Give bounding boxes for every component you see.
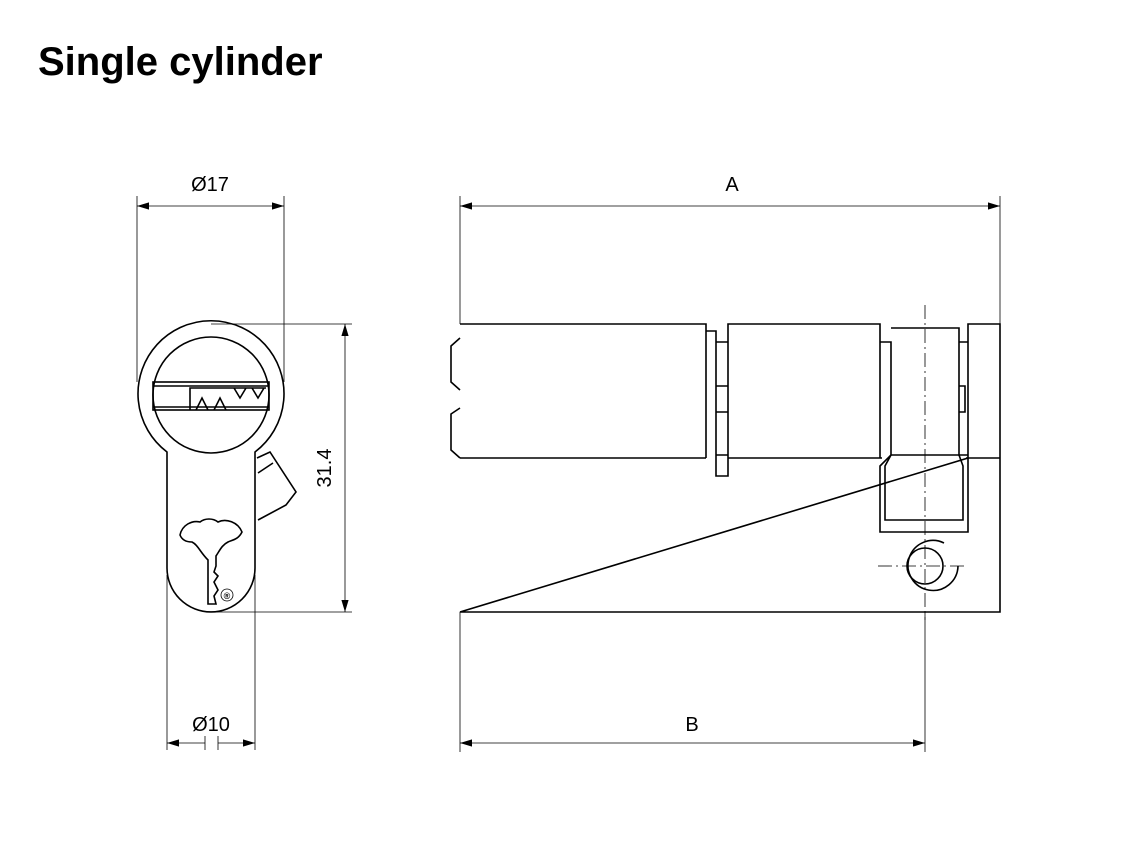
plug-circle [152, 336, 270, 454]
cam-tab [256, 450, 297, 521]
dimension-a: A [459, 174, 1001, 324]
keyway [152, 381, 270, 411]
dimension-diameter-17: Ø17 [136, 174, 285, 382]
rotation-arc [907, 539, 959, 592]
dim-label-d17: Ø17 [191, 174, 229, 196]
dimension-diameter-10: Ø10 [166, 575, 256, 750]
dim-label-31-4: 31.4 [314, 449, 336, 488]
cam-bore [906, 547, 944, 585]
dim-label-b: B [685, 714, 698, 736]
strongman-key-logo: ® [179, 518, 243, 605]
dim-label-a: A [725, 174, 739, 196]
dim-label-d10: Ø10 [192, 714, 230, 736]
cylinder-profile [137, 319, 285, 613]
dimension-height-31-4: 31.4 [211, 323, 352, 613]
svg-text:®: ® [224, 591, 231, 601]
dimension-b: B [459, 612, 926, 752]
side-view [450, 305, 1001, 620]
front-view: ® [137, 319, 297, 613]
page-title: Single cylinder [38, 40, 323, 84]
